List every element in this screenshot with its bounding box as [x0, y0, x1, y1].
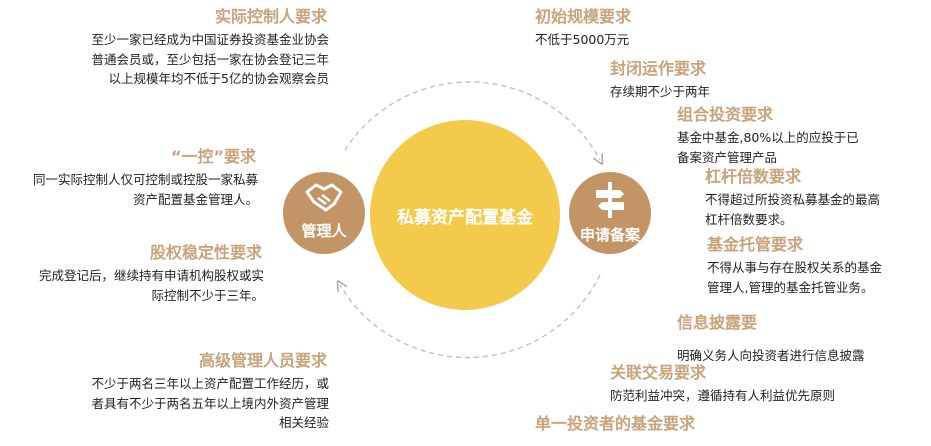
- right-requirement-title: 单一投资者的基金要求: [535, 414, 696, 433]
- requirement-line: 不得超过所投资私募基金的最高: [705, 192, 881, 207]
- left-requirement-body: 完成登记后，继续持有申请机构股权或实际控制不少于三年。: [39, 266, 264, 305]
- right-requirement-title: 封闭运作要求: [610, 59, 707, 78]
- left-requirement-title: 实际控制人要求: [214, 7, 327, 26]
- filing-node: 申请备案: [569, 172, 651, 254]
- requirement-line: 存续期不少于两年: [610, 84, 711, 99]
- left-requirement-title: 股权稳定性要求: [149, 243, 262, 262]
- left-requirement-body: 不少于两名三年以上资产配置工作经历，或者具有不少于两名五年以上境内外资产管理相关…: [91, 374, 329, 433]
- signpost-icon: [596, 182, 624, 218]
- requirement-line: 相关经验: [278, 415, 329, 430]
- right-requirement-title: 信息披露要: [677, 313, 758, 332]
- requirement-line: 防范利益冲突，遵循持有人利益优先原则: [610, 388, 836, 403]
- requirement-line: 不少于两名三年以上资产配置工作经历，或: [91, 376, 329, 391]
- left-requirement-body: 同一实际控制人仅可控制或控股一家私募资产配置基金管理人。: [33, 170, 258, 209]
- right-requirement-title: 组合投资要求: [677, 105, 774, 124]
- requirement-line: 完成登记后，继续持有申请机构股权或实: [38, 268, 264, 283]
- requirement-line: 以上规模年均不低于5亿的协会观察会员: [108, 71, 329, 86]
- requirement-line: 至少一家已经成为中国证券投资基金业协会: [91, 32, 329, 47]
- requirement-line: 普通会员或，至少包括一家在协会登记三年: [91, 51, 329, 67]
- requirement-line: 管理人,管理的基金托管业务。: [707, 279, 874, 295]
- right-requirement-title: 基金托管要求: [707, 235, 804, 254]
- center-circle: [370, 120, 560, 310]
- right-requirement-body: 基金中基金,80%以上的应投于已备案资产管理产品: [677, 128, 859, 167]
- requirement-line: 同一实际控制人仅可控制或控股一家私募: [32, 172, 258, 187]
- requirement-line: 者具有不少于两名五年以上境内外资产管理: [91, 395, 329, 411]
- right-requirement-title: 杠杆倍数要求: [705, 167, 802, 186]
- right-requirement-title: 关联交易要求: [610, 363, 707, 382]
- right-requirement-title: 初始规模要求: [535, 7, 632, 26]
- requirement-line: 备案资产管理产品: [677, 149, 778, 165]
- requirement-line: 基金中基金,80%以上的应投于已: [677, 130, 859, 145]
- requirement-line: 际控制不少于三年。: [151, 287, 264, 303]
- manager-node: 管理人: [283, 172, 365, 254]
- right-requirement-body: 防范利益冲突，遵循持有人利益优先原则: [610, 386, 835, 406]
- right-requirement-body: 不得超过所投资私募基金的最高杠杆倍数要求。: [705, 190, 880, 229]
- right-requirement-body: 存续期不少于两年: [610, 82, 710, 102]
- left-requirement-body: 至少一家已经成为中国证券投资基金业协会普通会员或，至少包括一家在协会登记三年以上…: [91, 30, 329, 89]
- right-requirement-body: 不低于5000万元: [535, 30, 629, 50]
- filing-label: 申请备案: [579, 226, 640, 244]
- left-requirement-title: “一控”要求: [170, 147, 256, 166]
- requirement-line: 不低于5000万元: [535, 32, 630, 47]
- requirement-line: 资产配置基金管理人。: [132, 191, 258, 207]
- center-label: 私募资产配置基金: [397, 208, 533, 228]
- right-requirement-body: 不得从事与存在股权关系的基金管理人,管理的基金托管业务。: [707, 258, 882, 297]
- right-requirement-body: 明确义务人向投资者进行信息披露: [677, 346, 865, 366]
- manager-label: 管理人: [301, 222, 347, 240]
- handshake-icon: [305, 183, 343, 212]
- requirement-line: 明确义务人向投资者进行信息披露: [677, 348, 865, 363]
- left-requirement-title: 高级管理人员要求: [198, 351, 327, 370]
- requirement-line: 杠杆倍数要求。: [705, 211, 793, 227]
- requirement-line: 不得从事与存在股权关系的基金: [707, 260, 883, 275]
